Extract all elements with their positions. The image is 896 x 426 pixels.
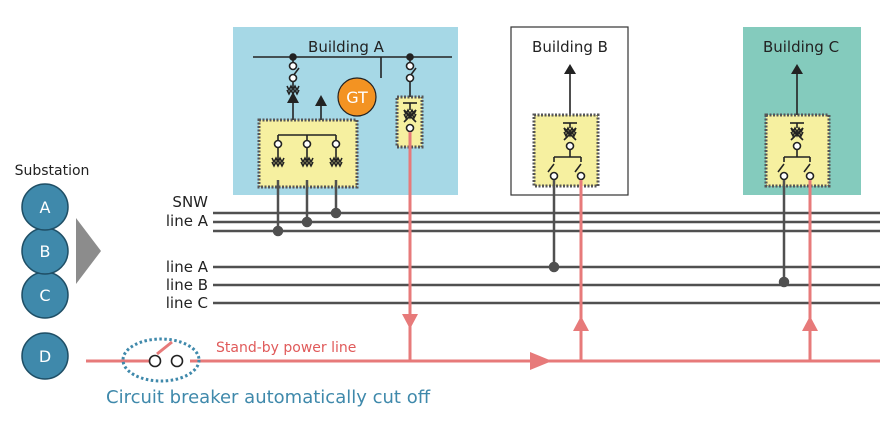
breaker-label: Circuit breaker automatically cut off — [106, 387, 431, 408]
substation-arrow-icon — [76, 218, 101, 284]
substation-node-b-label: B — [40, 242, 51, 261]
substation-node-a — [21, 183, 69, 231]
substation-node-d-label: D — [39, 347, 51, 366]
building-a-panel — [257, 118, 359, 189]
building-c-circuit — [791, 64, 803, 123]
generator-gt: GT — [337, 77, 377, 117]
standby-line-label: Stand-by power line — [216, 340, 356, 356]
line-a-label: line A — [166, 258, 209, 276]
standby-power-network — [86, 132, 880, 370]
line-c-label: line C — [166, 294, 208, 312]
substation-node-d — [21, 332, 69, 380]
distribution-lines — [213, 211, 880, 305]
building-b-title: Building B — [532, 38, 608, 56]
building-c-title: Building C — [763, 38, 839, 56]
substation-nodes: A B C — [21, 183, 69, 319]
snw-label: SNW — [172, 193, 208, 211]
building-b-panel — [532, 113, 600, 188]
building-a-title: Building A — [308, 38, 385, 56]
snw-line-a-label: line A — [166, 212, 209, 230]
substation-node-c-label: C — [39, 286, 50, 305]
substation-label: Substation — [15, 163, 90, 179]
substation-node-a-label: A — [40, 198, 51, 217]
line-b-label: line B — [166, 276, 208, 294]
circuit-breaker — [121, 337, 201, 383]
generator-label: GT — [346, 88, 368, 107]
feeder-drops — [272, 180, 790, 288]
building-a-circuit — [253, 53, 452, 135]
